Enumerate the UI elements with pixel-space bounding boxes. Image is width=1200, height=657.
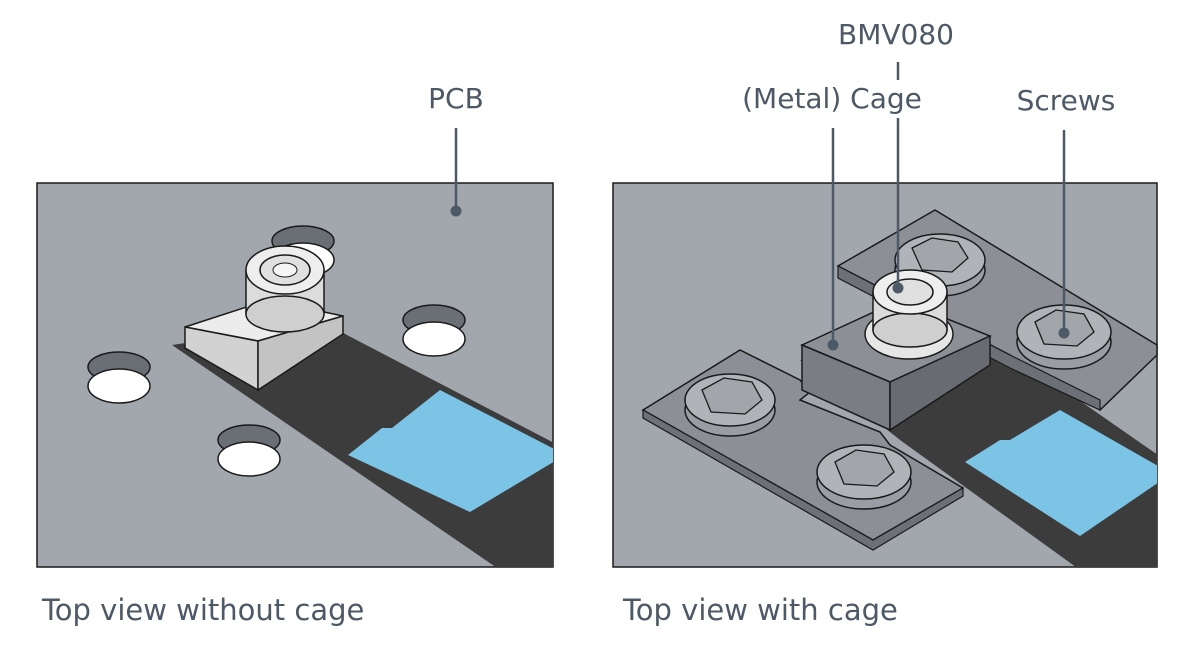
flex-cable-stiffener-right [965,410,1157,536]
flex-cable-stiffener-left [348,390,553,512]
label-screws: Screws [1017,84,1116,117]
caption-without-cage: Top view without cage [41,593,364,627]
callout-dots [450,205,1070,351]
sensor-module-left [184,245,344,392]
mounting-hole [217,424,281,477]
panel-with-cage [612,182,1158,568]
screw-head [816,444,912,510]
mounting-hole [402,304,466,357]
bmv080-sensor [864,269,954,360]
mounting-hole [87,351,151,404]
callout-lines [454,62,1066,345]
label-bmv080: BMV080 [838,18,954,51]
caption-with-cage: Top view with cage [622,593,898,627]
screw-head [684,373,776,437]
panel-without-cage [36,182,554,568]
label-metal-cage: (Metal) Cage [742,82,922,115]
label-pcb: PCB [428,82,484,115]
